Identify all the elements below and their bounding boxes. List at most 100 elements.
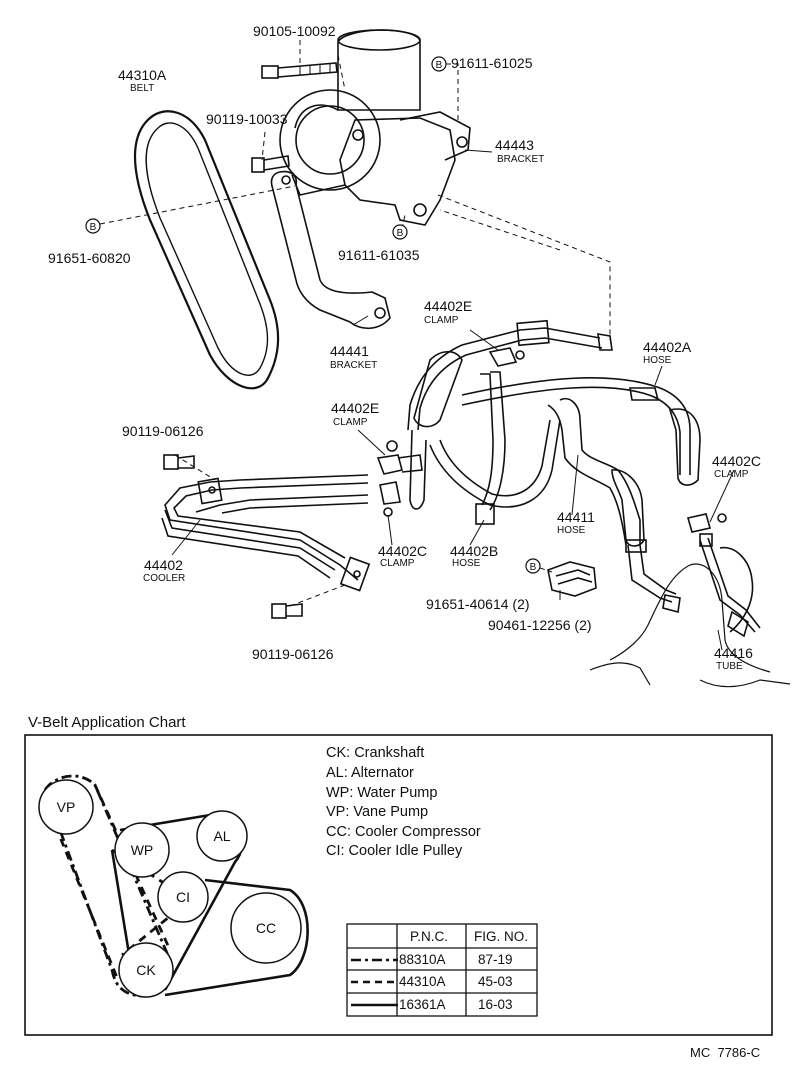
- bolt-90119-06126-lower-drawing: [271, 603, 303, 619]
- pulley-labels: VP WP AL CI CC CK: [57, 799, 276, 978]
- pulley-label: CK: [136, 962, 156, 978]
- clamp-44402c-right-drawing: [686, 513, 727, 533]
- table-cell-pnc: 16361A: [399, 997, 446, 1012]
- part-number-label: 90105-10092: [253, 23, 336, 39]
- part-number-label: 90461-12256 (2): [488, 617, 592, 633]
- vane-pump-drawing: [279, 29, 471, 226]
- bolt-90119-06126-upper-drawing: [163, 454, 195, 470]
- cooler-44402-drawing: [161, 474, 371, 592]
- legend-item: WP: Water Pump: [326, 785, 437, 801]
- table-header-fig: FIG. NO.: [474, 929, 528, 944]
- pulley-label: AL: [213, 828, 230, 844]
- part-number-label: 44310A: [118, 67, 167, 83]
- part-number-label: 44402E: [424, 298, 472, 314]
- part-number-label: 44402C: [378, 543, 427, 559]
- table-cell-fig: 87-19: [478, 952, 513, 967]
- hose-44411-drawing: [547, 398, 681, 614]
- part-number-label: 44402: [144, 557, 183, 573]
- bolt-90105-drawing: [261, 62, 338, 79]
- table-cell-fig: 16-03: [478, 997, 513, 1012]
- part-number-label: 44402B: [450, 543, 498, 559]
- legend-item: AL: Alternator: [326, 765, 414, 781]
- return-hose-drawing: [461, 376, 701, 486]
- gearbox-outline-drawing: [589, 563, 791, 688]
- clamp-44402e-lower-drawing: [376, 440, 423, 475]
- table-cell-pnc: 88310A: [399, 952, 446, 967]
- legend-item: VP: Vane Pump: [326, 804, 428, 820]
- part-desc-label: HOSE: [557, 525, 586, 536]
- part-desc-label: TUBE: [716, 661, 743, 672]
- pulley-ck: [118, 942, 174, 998]
- part-number-label: 91651-40614 (2): [426, 596, 530, 612]
- table-header-pnc: P.N.C.: [410, 929, 448, 944]
- pulley-label: CI: [176, 889, 190, 905]
- exploded-drawing: [134, 29, 791, 688]
- pulley-ci: [157, 871, 209, 923]
- part-number-label: 90119-06126: [252, 646, 334, 662]
- table-cell-fig: 45-03: [478, 974, 513, 989]
- leader-lines: [99, 40, 611, 607]
- pulley-cc: [230, 892, 302, 964]
- pulley-label: CC: [256, 920, 276, 936]
- b-marker-91651-40614: B: [525, 558, 541, 574]
- pulley-label: VP: [57, 799, 76, 815]
- part-number-label: 44416: [714, 645, 753, 661]
- part-desc-label: CLAMP: [380, 558, 415, 569]
- part-desc-label: CLAMP: [424, 315, 459, 326]
- legend-item: CK: Crankshaft: [326, 745, 424, 761]
- hose-44402b-drawing: [429, 371, 561, 525]
- svg-text:B: B: [530, 562, 537, 573]
- part-number-label: 44402E: [331, 400, 379, 416]
- part-desc-label: HOSE: [643, 355, 672, 366]
- legend-item: CI: Cooler Idle Pulley: [326, 843, 463, 859]
- b-markers: B B B B: [85, 56, 541, 574]
- part-desc-label: COOLER: [143, 573, 185, 584]
- part-desc-label: BELT: [130, 83, 154, 94]
- pointer-lines: [171, 149, 735, 651]
- pulley-label: WP: [131, 842, 154, 858]
- b-marker-91611-61035: B: [392, 224, 408, 240]
- table-cell-pnc: 44310A: [399, 974, 446, 989]
- part-number-label: 91651-60820: [48, 250, 131, 266]
- chart-frame: [24, 734, 773, 1036]
- part-number-label: 91611-61025: [451, 55, 533, 71]
- table-grid: [346, 923, 538, 1017]
- b-marker-91611-61025: B: [431, 56, 447, 72]
- tube-44416-drawing: [699, 533, 761, 638]
- figure-code: MC 7786-C: [690, 1045, 760, 1060]
- part-number-label: 44443: [495, 137, 534, 153]
- pulley-al: [196, 810, 248, 862]
- part-desc-label: CLAMP: [333, 417, 368, 428]
- table-line-samples: [351, 958, 398, 1007]
- part-number-label: 44441: [330, 343, 369, 359]
- vbelt-chart: V-Belt Application Chart VP WP AL CI CC …: [24, 714, 773, 1036]
- chart-title: V-Belt Application Chart: [28, 714, 186, 731]
- part-number-label: 44411: [557, 509, 595, 525]
- part-number-label: 44402C: [712, 453, 761, 469]
- pulley-vp: [38, 779, 94, 835]
- part-labels: 90105-10092 91611-61025 44310A BELT 9011…: [48, 23, 761, 672]
- legend-item: CC: Cooler Compressor: [326, 824, 481, 840]
- clamp-44402e-upper-drawing: [488, 347, 525, 367]
- svg-text:B: B: [436, 60, 443, 71]
- belt-drawing: [134, 110, 280, 390]
- belt-table: P.N.C. FIG. NO. 88310A 87-19 44310A 45-0…: [346, 923, 538, 1017]
- b-marker-91651-60820: B: [85, 218, 101, 234]
- bolt-90119-10033-drawing: [251, 155, 290, 173]
- svg-text:B: B: [397, 228, 404, 239]
- part-number-label: 90119-10033: [206, 111, 288, 127]
- part-number-label: 90119-06126: [122, 423, 204, 439]
- clamp-44402c-left-drawing: [379, 481, 401, 517]
- part-desc-label: BRACKET: [330, 360, 377, 371]
- part-desc-label: BRACKET: [497, 154, 544, 165]
- pulley-legend: CK: Crankshaft AL: Alternator WP: Water …: [326, 745, 481, 859]
- bracket-44441-drawing: [270, 170, 391, 330]
- part-desc-label: HOSE: [452, 558, 481, 569]
- part-desc-label: CLAMP: [714, 469, 749, 480]
- svg-text:B: B: [90, 222, 97, 233]
- pulley-wp: [114, 822, 170, 878]
- part-number-label: 91611-61035: [338, 247, 420, 263]
- clip-90461-drawing: [547, 561, 597, 597]
